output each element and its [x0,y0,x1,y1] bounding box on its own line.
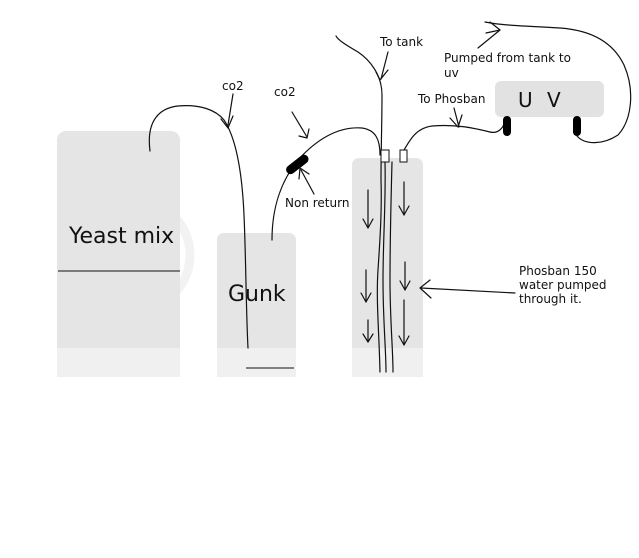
co2-tube-yeast-to-gunk [148,105,249,349]
non-return-pointer [300,169,315,195]
phosban-pointer [420,287,516,294]
phosban-label-line1: Phosban 150 [519,264,597,278]
pumped-label-line1: Pumped from tank to [444,51,571,65]
non-return-arrowhead [298,167,310,180]
pumped-label-line2: uv [444,66,459,80]
uv-label: U V [518,88,565,112]
co2-tube-gunk-to-reactor [271,127,381,241]
non-return-valve [286,154,309,175]
gunk-label: Gunk [228,282,286,307]
reactor-inner-pipe [382,161,387,373]
yeast-container [57,131,180,377]
uv-right-connector [573,116,581,136]
reactor-inlet-tube [399,149,408,163]
non-return-label: Non return [285,196,350,210]
reactor-flow-arrows [360,181,411,346]
to-tank-label: To tank [380,35,424,49]
tank-to-uv-line [484,21,632,144]
phosban-arrowhead [419,279,432,299]
phosban-label-line2: water pumped [519,278,607,292]
co2-left-label: co2 [222,79,244,93]
gunk-container [217,233,296,377]
uv-left-connector [503,116,511,136]
co2-right-label: co2 [274,85,296,99]
reactor-outlet-tube [380,149,390,163]
uv-unit [495,81,604,117]
to-tank-arrowhead [375,69,389,81]
yeast-mix-label: Yeast mix [69,224,175,249]
co2-left-pointer [227,93,234,126]
co2-right-arrowhead [298,128,310,139]
co2-left-arrowhead [220,115,234,129]
to-phosban-label: To Phosban [418,92,486,106]
to-phosban-arrowhead [449,114,463,128]
phosban-label-line3: through it. [519,292,582,306]
co2-right-pointer [291,111,308,138]
uv-to-phosban-line [403,119,506,151]
phosban-reactor [352,158,423,377]
